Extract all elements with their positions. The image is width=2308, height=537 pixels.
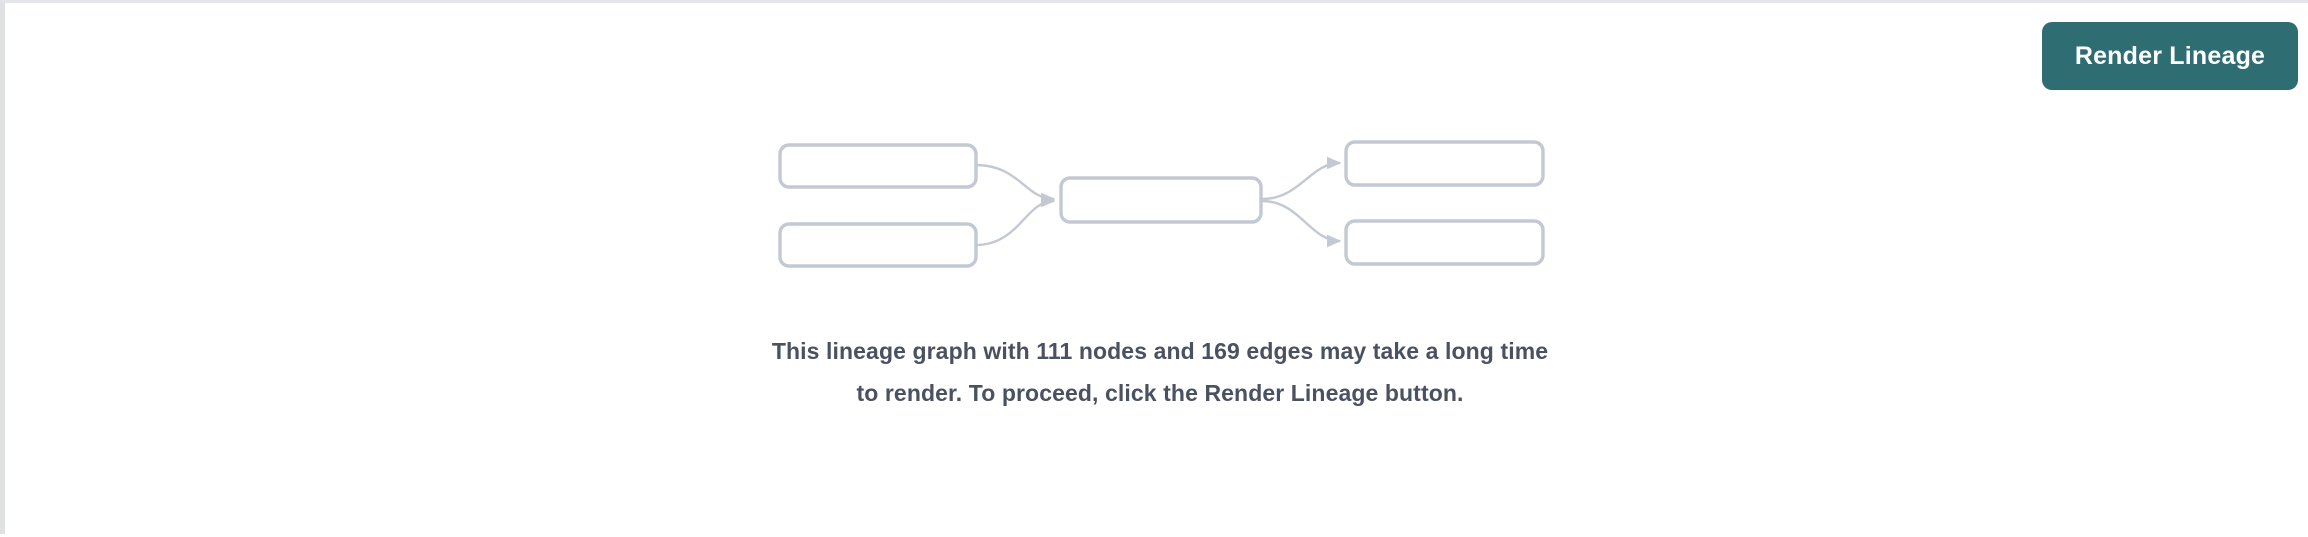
lineage-edge xyxy=(974,194,1056,247)
lineage-edge-group-upstream xyxy=(974,163,1056,247)
render-lineage-button[interactable]: Render Lineage xyxy=(2042,22,2298,90)
lineage-empty-state: This lineage graph with 111 nodes and 16… xyxy=(5,3,2308,537)
lineage-node-focus xyxy=(1059,176,1263,224)
lineage-edge xyxy=(974,163,1056,206)
lineage-node-downstream-2 xyxy=(1344,219,1545,266)
lineage-node-downstream-1 xyxy=(1344,140,1545,187)
lineage-edge xyxy=(1261,156,1342,201)
lineage-empty-message: This lineage graph with 111 nodes and 16… xyxy=(771,338,1549,406)
lineage-edge-group-downstream xyxy=(1261,156,1342,248)
lineage-node-upstream-2 xyxy=(778,222,978,268)
lineage-node-upstream-1 xyxy=(778,143,978,189)
lineage-edge xyxy=(1261,199,1342,248)
lineage-placeholder-illustration xyxy=(770,131,1560,286)
